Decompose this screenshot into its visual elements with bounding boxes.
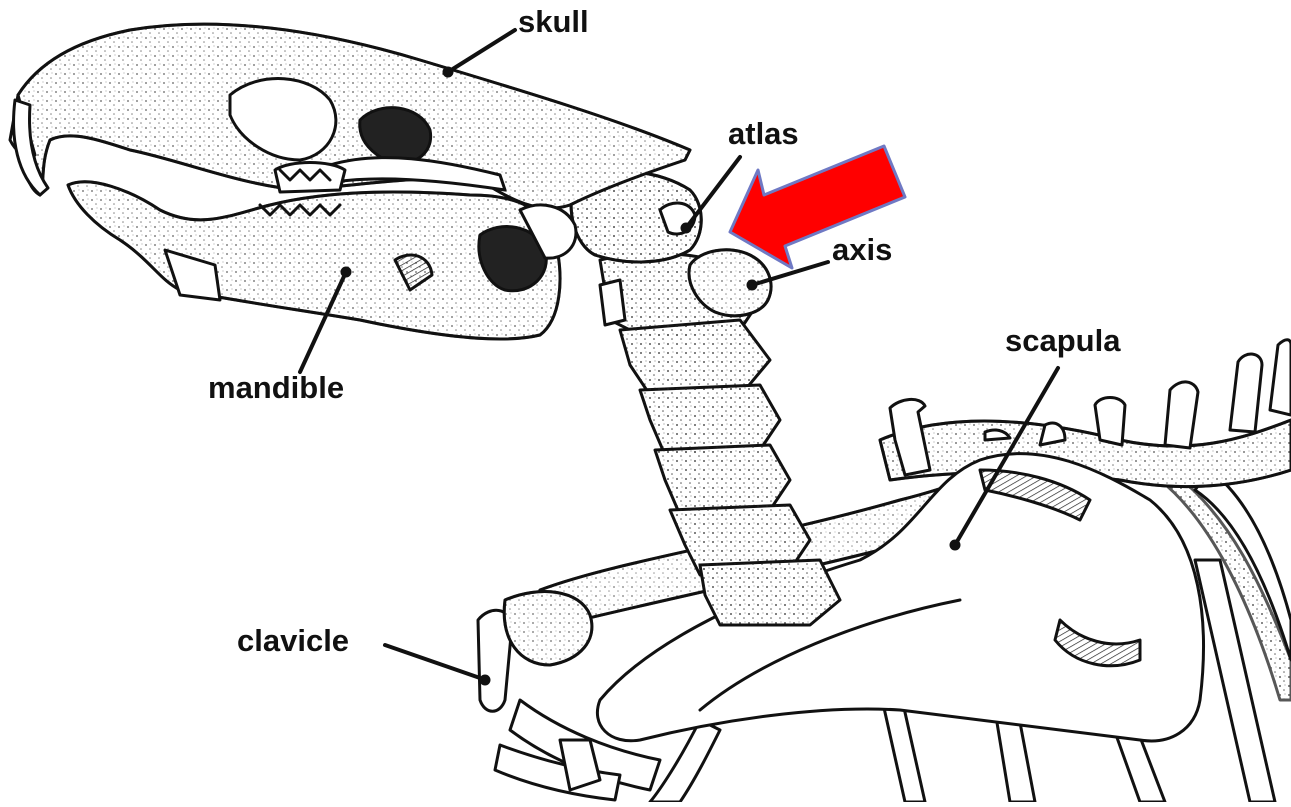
skull-label: skull	[518, 6, 589, 37]
thoracic-spine	[880, 340, 1291, 487]
clavicle-label: clavicle	[237, 625, 349, 656]
skull-bone	[10, 24, 690, 208]
mandible-label: mandible	[208, 372, 344, 403]
atlas-label: atlas	[728, 118, 799, 149]
scapula-label: scapula	[1005, 325, 1120, 356]
mandible-bone	[68, 170, 576, 339]
axis-label: axis	[832, 234, 892, 265]
